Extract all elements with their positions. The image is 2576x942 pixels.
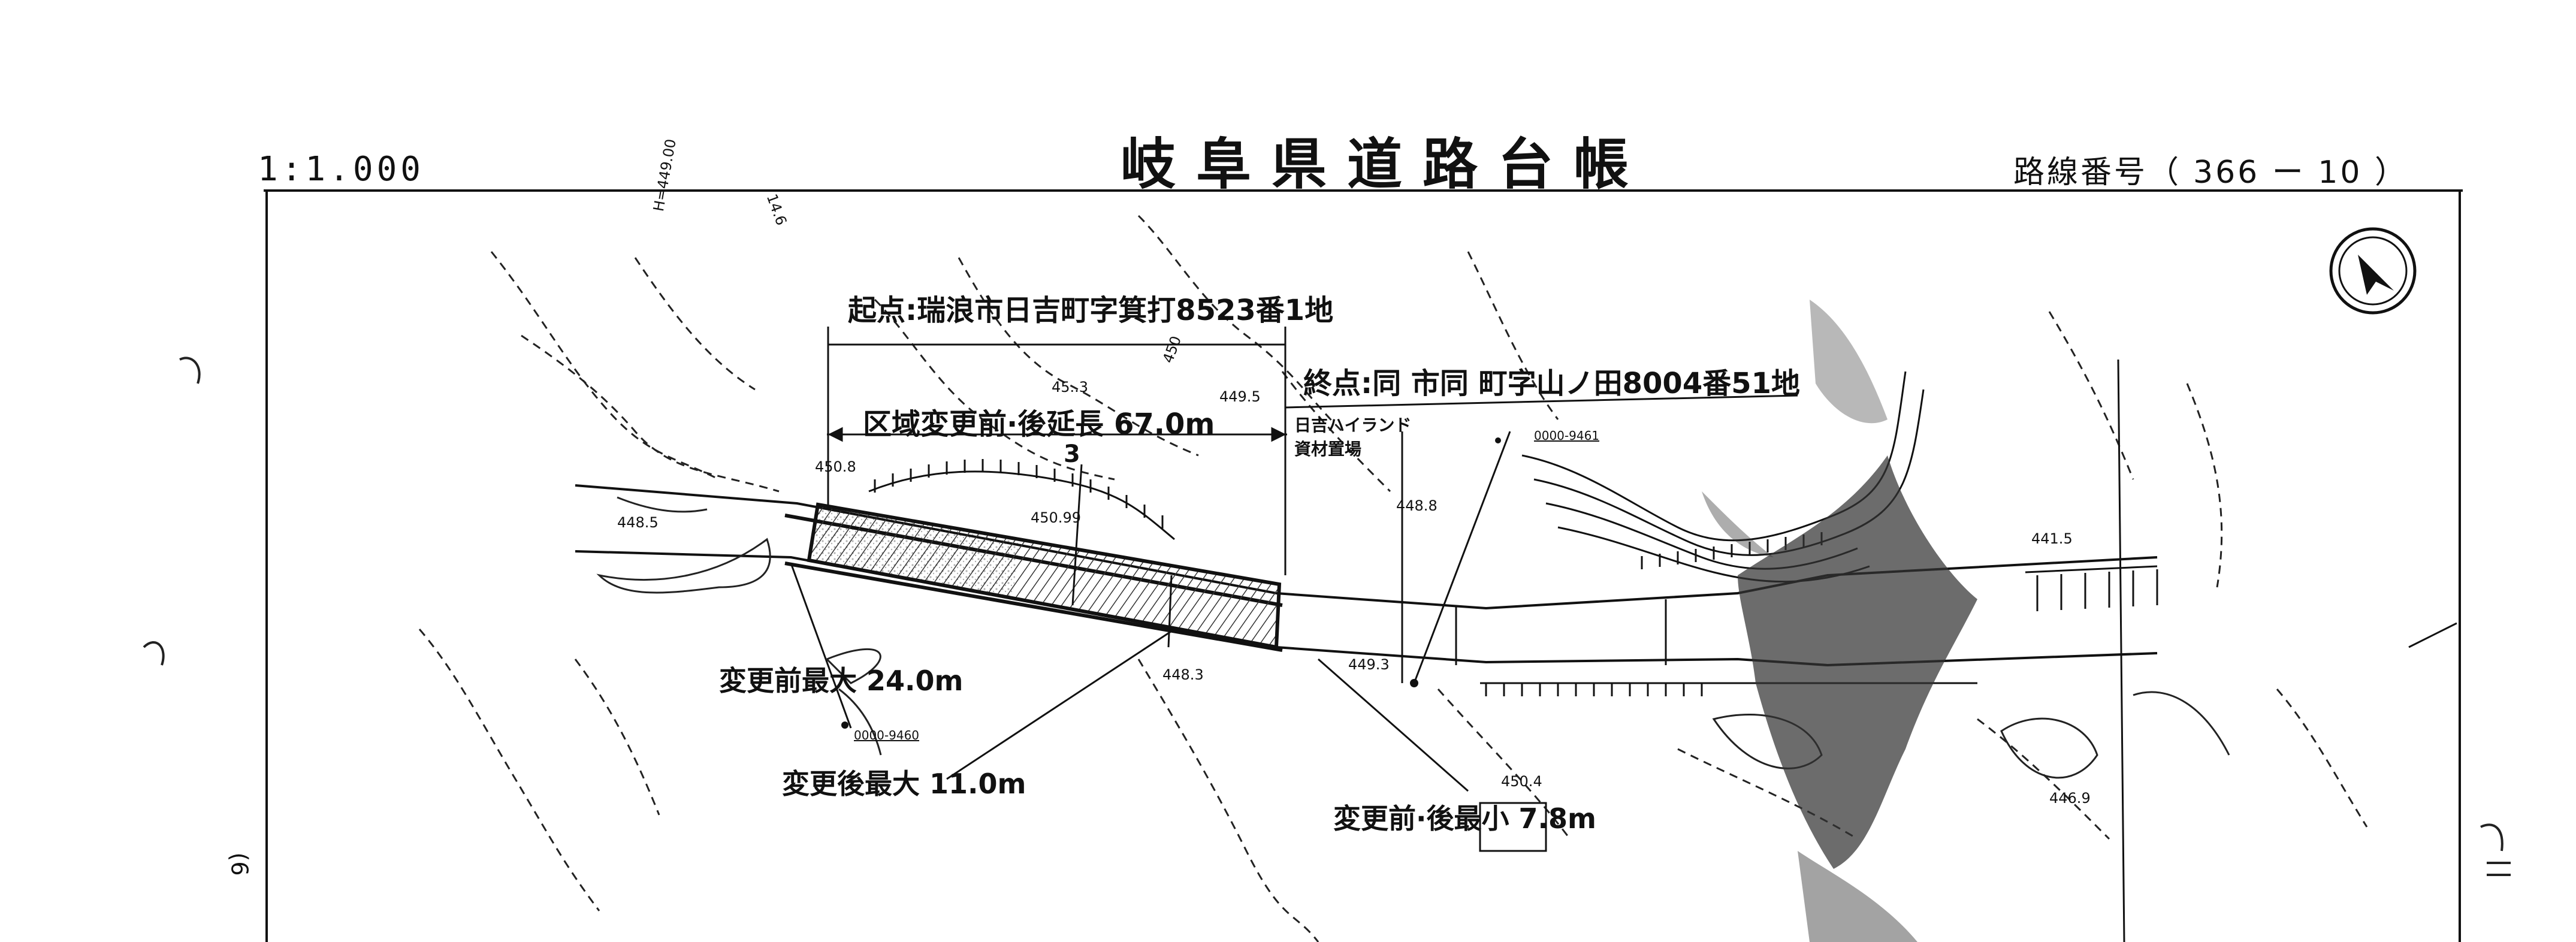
facility-line-2: 資材置場: [1294, 439, 1362, 459]
elevation-label: 441.5: [2031, 530, 2073, 547]
start-point-label: 起点:瑞浪市日吉町字箕打8523番1地: [848, 294, 1334, 327]
route-number: 路線番号（ 366 ー 10 ）: [2013, 147, 2408, 192]
elevation-label: 446.9: [2049, 790, 2091, 807]
changed-road-section: [807, 502, 1282, 650]
facility-label: 日吉ハイランド 資材置場: [1294, 413, 1411, 461]
dimension-lines: [790, 327, 2457, 942]
sheet-mark: (6: [226, 852, 253, 876]
elevation-label: 450.4: [1501, 773, 1542, 790]
north-arrow-icon: [2329, 227, 2417, 315]
before-max-label: 変更前最大 24.0m: [719, 665, 964, 697]
elevation-label: 448.8: [1396, 497, 1438, 514]
reference-number: 0000-9461: [1534, 428, 1600, 443]
after-max-label: 変更後最大 11.0m: [782, 768, 1026, 800]
elevation-label: 449.5: [1219, 388, 1261, 405]
route-prefix: 路線番号（: [2013, 155, 2182, 191]
elevation-label: 450.8: [815, 458, 856, 475]
end-point-label: 終点:同 市同 町字山ノ田8004番51地: [1303, 367, 1801, 400]
margin-marks: [143, 357, 2511, 876]
elevation-label: 448.5: [617, 514, 659, 531]
reference-number: 0000-9460: [854, 728, 920, 742]
map-frame: [264, 189, 2463, 942]
route-suffix: ）: [2375, 155, 2409, 191]
scale-label: 1:1.000: [258, 150, 425, 189]
slope-shading: [1702, 300, 1977, 942]
extension-label: 区域変更前·後延長 67.0m: [863, 407, 1215, 441]
facility-line-1: 日吉ハイランド: [1294, 415, 1412, 435]
elevation-label: 449.3: [1348, 656, 1390, 673]
reference-markers: [841, 437, 1501, 729]
elevation-label: 448.3: [1162, 666, 1204, 683]
min-width-label: 変更前·後最小 7.8m: [1333, 802, 1596, 835]
route-number-value: 366 ー 10: [2193, 155, 2363, 191]
elevation-label: 45..3: [1052, 379, 1089, 395]
elevation-label: 450.99: [1031, 509, 1081, 526]
page-title: 岐阜県道路台帳: [1121, 132, 1650, 197]
width-mark: 3: [1064, 440, 1080, 468]
